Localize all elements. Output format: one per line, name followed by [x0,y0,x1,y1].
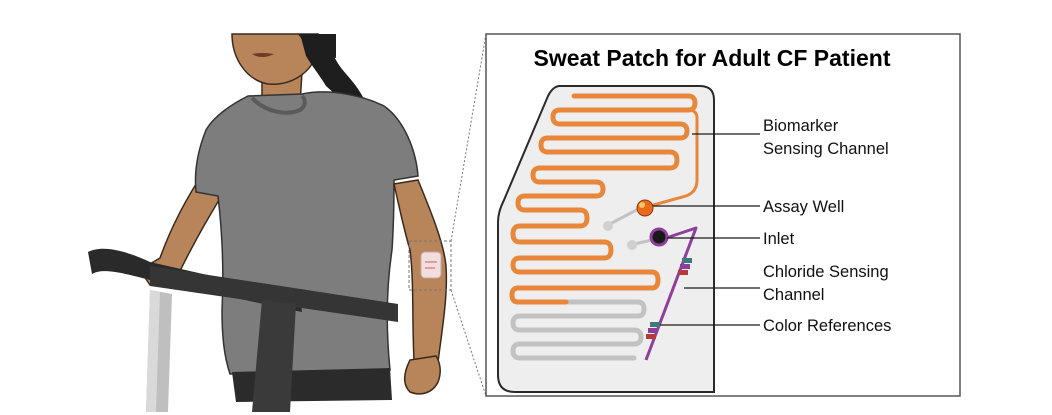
inlet-node-icon [603,221,613,231]
lips [252,53,274,57]
chloride-channel-unfilled [510,299,647,361]
shirt [194,91,419,375]
label-biomarker-line2: Sensing Channel [763,140,889,158]
inlet-node-icon [627,240,637,250]
diagram-title: Sweat Patch for Adult CF Patient [534,45,891,71]
label-chloride-line2: Channel [763,286,824,304]
inlet-icon [649,227,669,247]
runner-illustration [138,33,452,402]
biomarker-channel [509,93,698,305]
label-inlet: Inlet [763,230,795,248]
assay-feed-line [648,108,699,208]
assay-well-icon [636,199,654,217]
zoom-line-top [450,33,487,242]
label-assay-well: Assay Well [763,198,844,216]
color-references-lower [646,322,660,339]
color-references-upper [678,258,692,275]
treadmill-post-front [252,300,296,412]
treadmill-rail [150,266,398,322]
shirt-collar [250,94,307,115]
right-hand [404,355,441,395]
hair-top [298,34,336,58]
label-chloride-line1: Chloride Sensing [763,263,889,281]
zoom-line-bottom [450,289,487,397]
sweat-patch-icon [420,251,442,279]
patch-highlight-box [408,240,452,291]
label-color-references: Color References [763,317,891,335]
label-biomarker-line1: Biomarker [763,117,839,135]
chloride-channel [644,226,698,361]
treadmill-icon [88,248,398,412]
